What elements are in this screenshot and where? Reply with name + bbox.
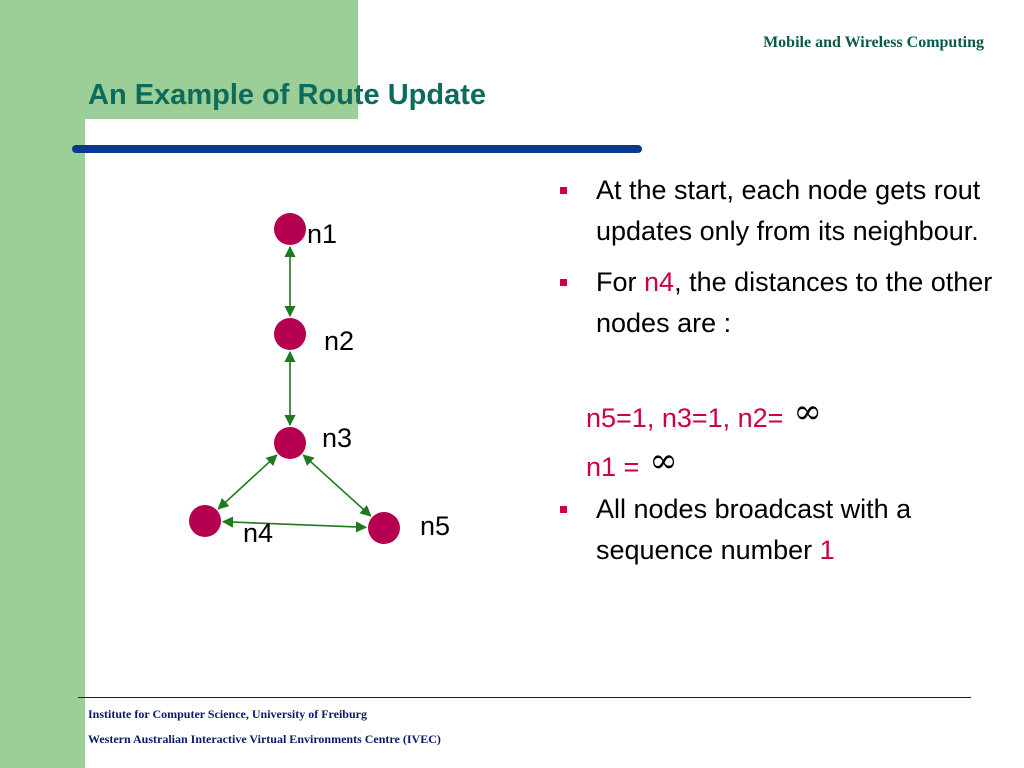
top-green-block	[0, 0, 358, 119]
node-label-n3: n3	[322, 423, 352, 453]
bullet-list: At the start, each node gets rout update…	[556, 170, 996, 354]
node-n2	[274, 318, 306, 350]
edge-n4-n5	[221, 516, 368, 533]
edge-n3-n5	[302, 454, 372, 517]
node-n3	[274, 427, 306, 459]
edge-n3-n4	[217, 454, 278, 510]
node-n1	[274, 213, 306, 245]
bullet-item-1: At the start, each node gets rout update…	[556, 170, 996, 252]
bullet-square-icon	[560, 187, 567, 194]
node-label-n4: n4	[243, 518, 273, 548]
node-label-n1: n1	[307, 219, 337, 249]
bullet-square-icon	[560, 279, 567, 286]
bullet-text-2-node: n4	[644, 267, 675, 297]
bullet-square-icon	[560, 506, 567, 513]
infinity-icon: ∞	[649, 441, 678, 481]
bullet-item-3: All nodes broadcast with a sequence numb…	[556, 489, 996, 571]
node-label-n2: n2	[324, 326, 354, 356]
bullet-text-3-number: 1	[819, 535, 835, 565]
footer-divider	[78, 697, 971, 698]
distance-text-1: n5=1, n3=1, n2=	[586, 403, 784, 433]
distance-line-1: n5=1, n3=1, n2= ∞	[586, 392, 822, 434]
bullet-text-2-prefix: For	[596, 267, 645, 297]
title-underline	[72, 145, 642, 153]
bullet-text-1: At the start, each node gets rout update…	[596, 175, 981, 246]
bullet-text-3-prefix: All nodes broadcast with a sequence numb…	[596, 494, 912, 565]
left-green-bar	[0, 0, 85, 768]
bullet-list-2: All nodes broadcast with a sequence numb…	[556, 489, 996, 581]
page-title: An Example of Route Update	[88, 79, 486, 111]
bullet-text-2-suffix: , the distances to the other nodes are :	[596, 267, 993, 338]
node-n5	[368, 512, 400, 544]
distance-text-2: n1 =	[586, 452, 640, 482]
node-n4	[189, 505, 221, 537]
footer-line-1: Institute for Computer Science, Universi…	[88, 707, 367, 721]
header-course-title: Mobile and Wireless Computing	[763, 34, 984, 51]
distance-line-2: n1 = ∞	[586, 441, 678, 483]
infinity-icon: ∞	[793, 392, 822, 432]
node-label-n5: n5	[420, 511, 450, 541]
bullet-item-2: For n4, the distances to the other nodes…	[556, 262, 996, 344]
footer-line-2: Western Australian Interactive Virtual E…	[88, 732, 441, 746]
